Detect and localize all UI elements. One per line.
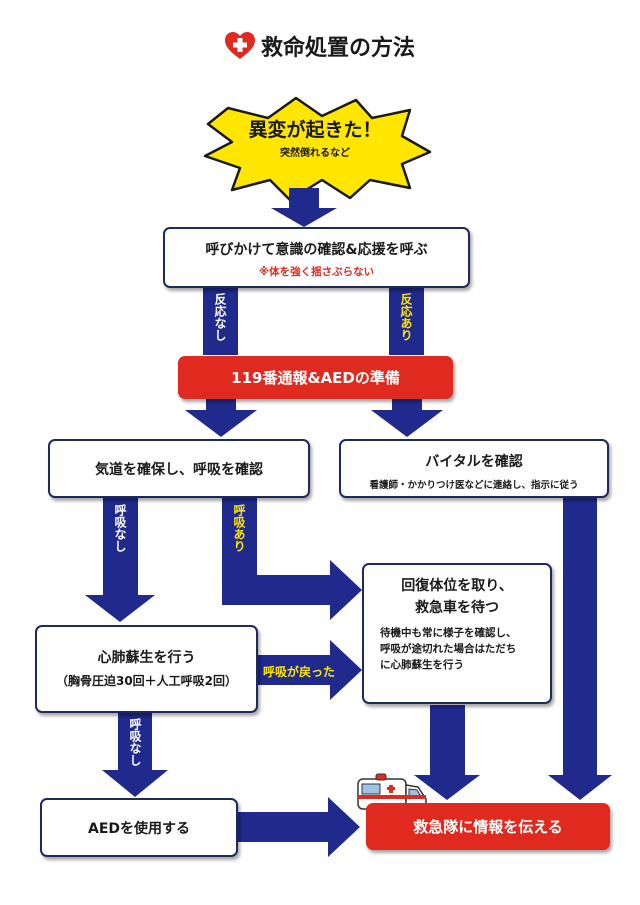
vital-box: バイタルを確認 看護師・かかりつけ医などに連絡し、指示に従う <box>339 439 609 498</box>
arrow-cpr-to-recovery <box>258 640 362 700</box>
arrow-recovery-to-handover <box>414 705 480 800</box>
label-no-breathing-2: 呼吸なし <box>128 718 142 766</box>
cpr-box: 心肺蘇生を行う （胸骨圧迫30回＋人工呼吸2回） <box>35 625 258 713</box>
aed-box: AEDを使用する <box>40 798 238 857</box>
recovery-sub-3: に心肺蘇生を行う <box>380 659 464 671</box>
page-title-text: 救命処置の方法 <box>260 36 415 61</box>
airway-text: 気道を確保し、呼吸を確認 <box>95 461 263 478</box>
emergency-call-text: 119番通報&AEDの準備 <box>231 369 400 387</box>
recovery-box: 回復体位を取り、 救急車を待つ 待機中も常に様子を確認し、 呼吸が途切れた場合は… <box>362 563 552 704</box>
arrow-cpr-to-aed <box>102 712 168 797</box>
label-breath-returned: 呼吸が戻った <box>263 665 336 679</box>
label-response: 反応あり <box>399 293 413 341</box>
recovery-main-2: 救急車を待つ <box>415 600 499 616</box>
page-title: 救命処置の方法 <box>0 30 640 62</box>
handover-text: 救急隊に情報を伝える <box>413 818 563 836</box>
start-event: 異変が起きた！ 突然倒れるなど <box>225 118 405 159</box>
arrow-start-to-call <box>271 188 337 227</box>
arrow-to-airway <box>185 398 257 437</box>
vital-sub: 看護師・かかりつけ医などに連絡し、指示に従う <box>369 480 579 491</box>
recovery-sub-2: 呼吸が途切れた場合はただち <box>380 643 517 655</box>
arrow-airway-to-cpr <box>85 497 155 622</box>
label-no-breathing-1: 呼吸なし <box>113 504 127 552</box>
arrow-to-vital <box>371 398 443 437</box>
start-sub: 突然倒れるなど <box>280 148 350 159</box>
cpr-sub: （胸骨圧迫30回＋人工呼吸2回） <box>55 674 238 688</box>
handover-box: 救急隊に情報を伝える <box>366 803 610 850</box>
arrow-response <box>389 287 424 355</box>
airway-box: 気道を確保し、呼吸を確認 <box>48 439 310 498</box>
arrow-airway-to-recovery <box>222 497 362 620</box>
arrow-aed-to-handover <box>238 797 360 857</box>
recovery-main-1: 回復体位を取り、 <box>401 578 513 594</box>
label-no-response: 反応なし <box>213 293 227 341</box>
emergency-call-box: 119番通報&AEDの準備 <box>178 356 453 399</box>
cpr-main: 心肺蘇生を行う <box>97 650 196 666</box>
arrow-vital-to-handover <box>548 497 612 800</box>
recovery-sub-1: 待機中も常に様子を確認し、 <box>380 627 517 639</box>
heart-cross-icon <box>224 32 255 59</box>
arrow-no-response <box>203 287 238 355</box>
call-box: 呼びかけて意識の確認&応援を呼ぶ ※体を強く揺さぶらない <box>163 227 470 288</box>
vital-main: バイタルを確認 <box>425 454 523 470</box>
start-main: 異変が起きた！ <box>248 119 382 141</box>
call-main: 呼びかけて意識の確認&応援を呼ぶ <box>205 242 428 258</box>
aed-text: AEDを使用する <box>87 820 191 837</box>
label-breathing: 呼吸あり <box>232 504 246 552</box>
burst-shape <box>203 96 432 202</box>
call-note: ※体を強く揺さぶらない <box>258 266 375 278</box>
